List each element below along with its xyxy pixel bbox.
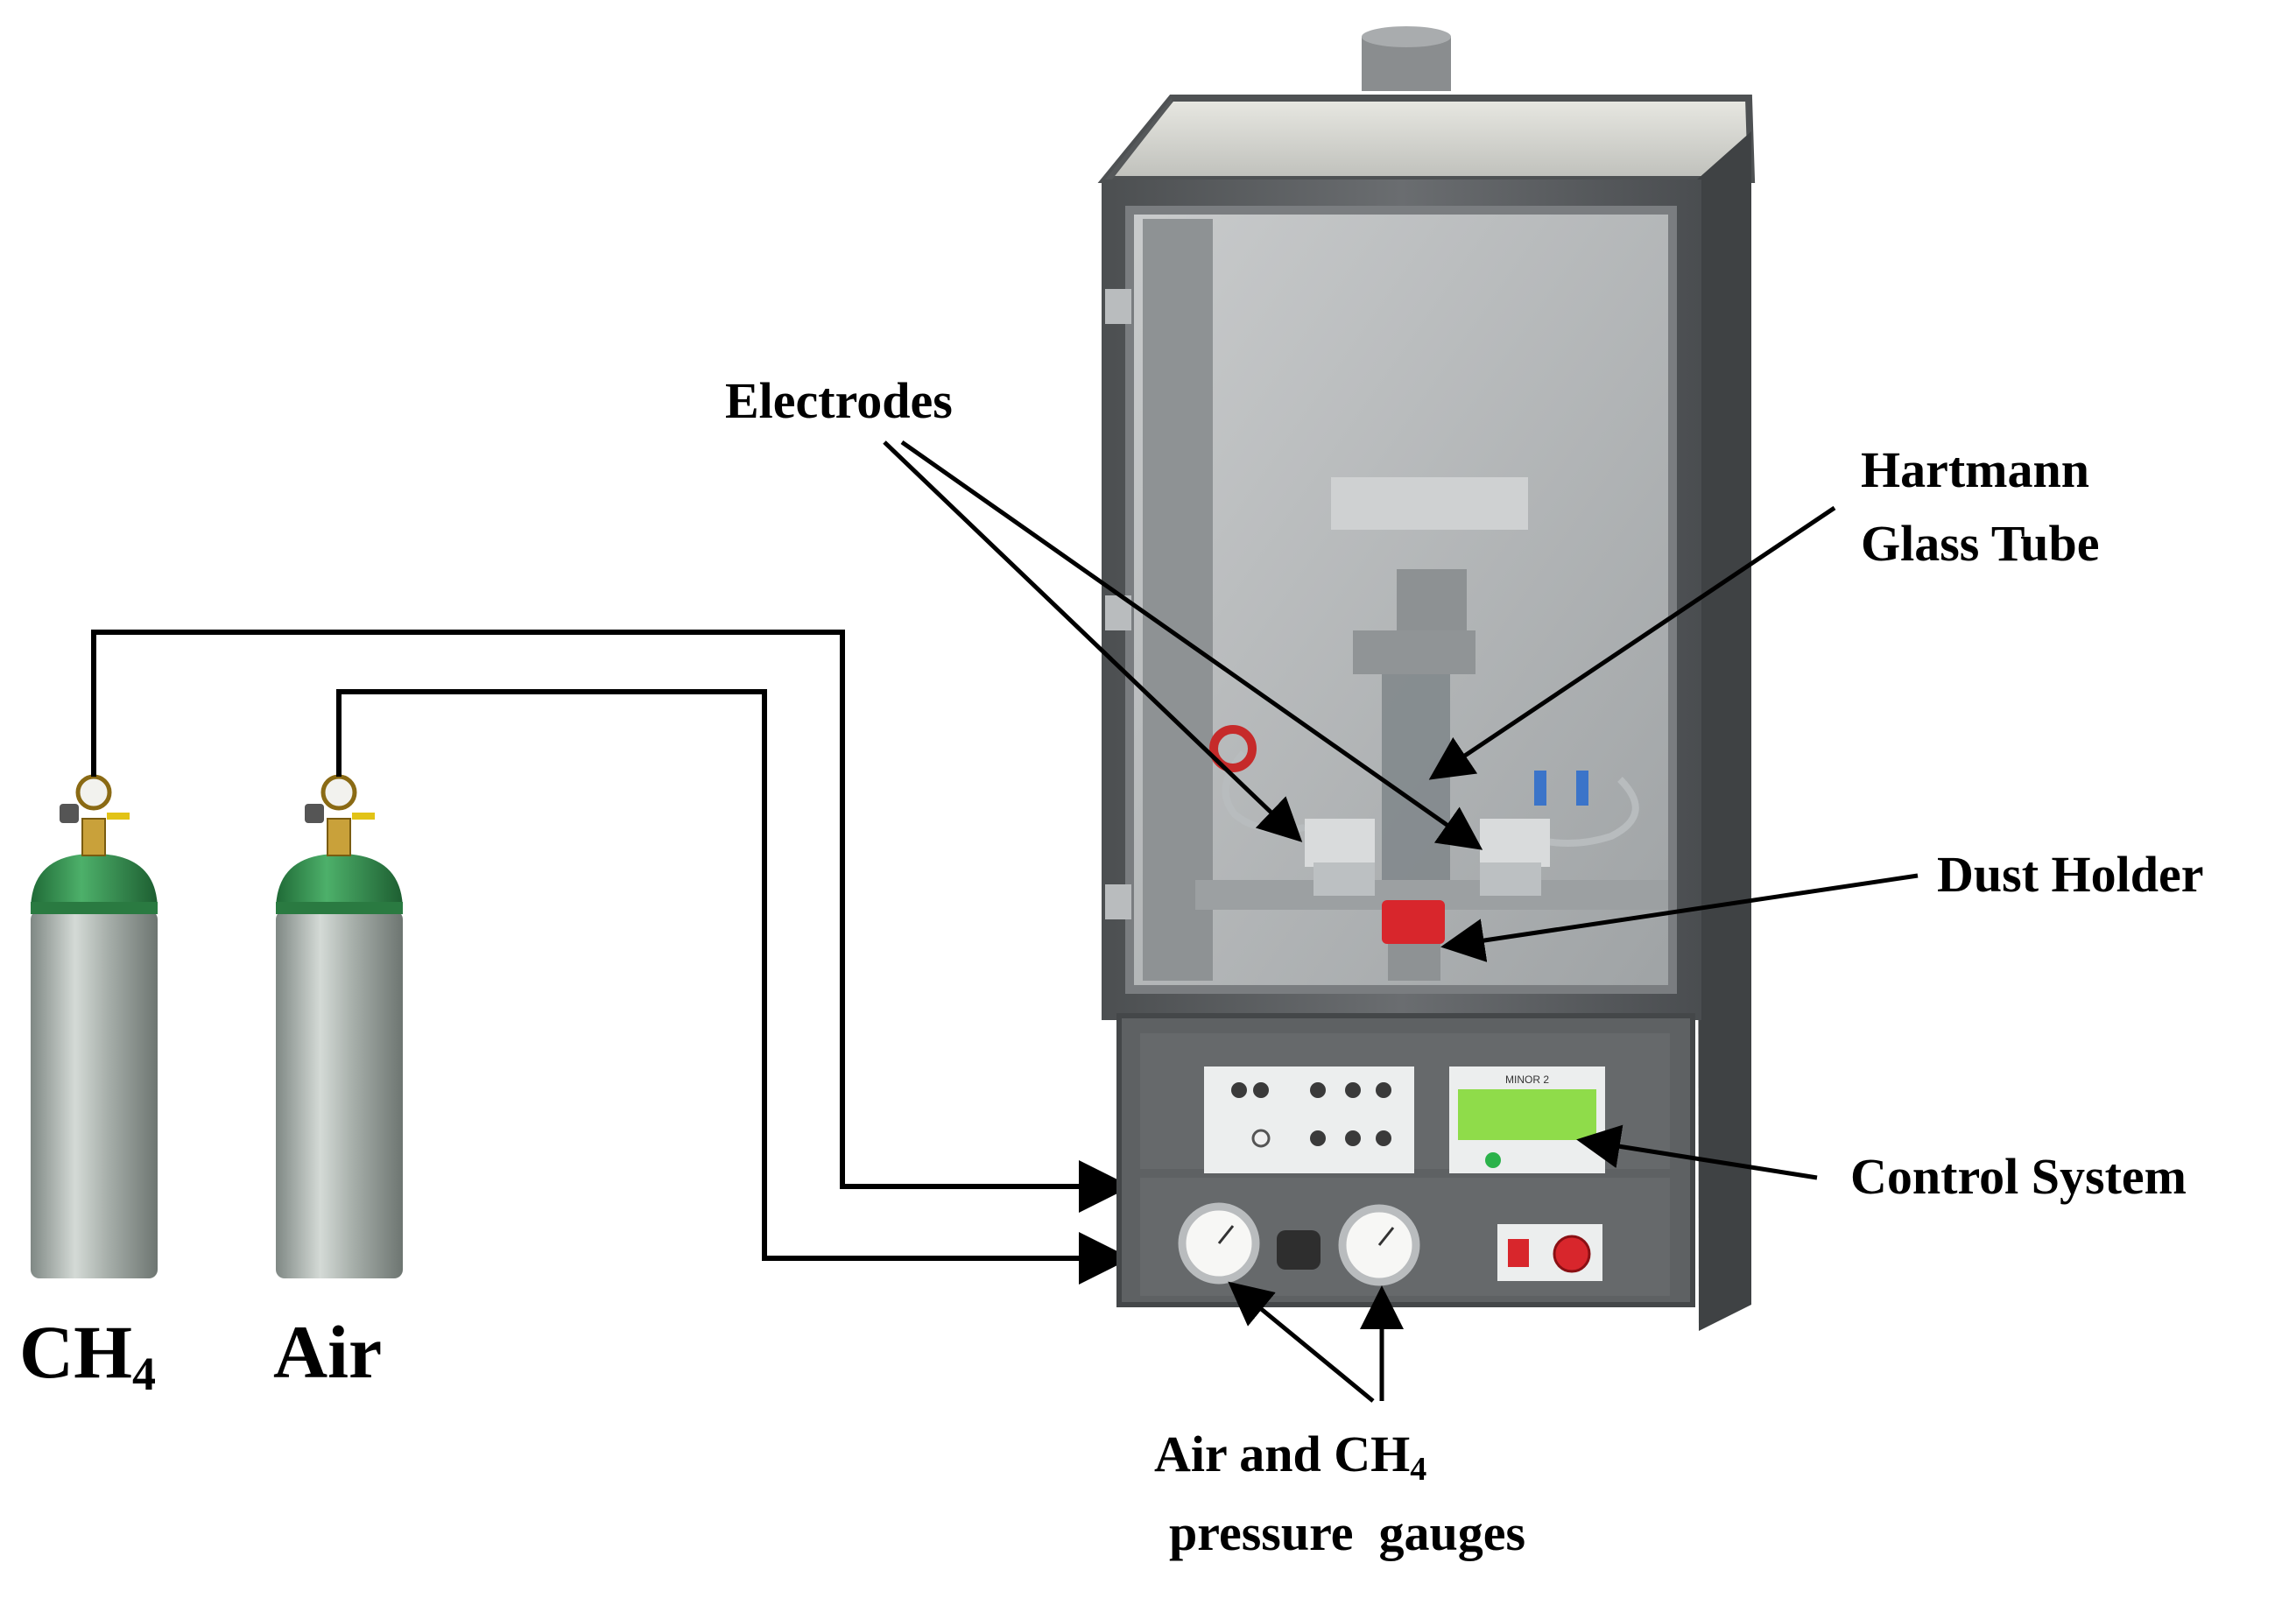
air-regulator-gauge-icon (320, 774, 357, 811)
hartmann-glass-tube (1382, 674, 1450, 884)
electrodes-arrow-right (900, 440, 1483, 850)
gauge-arrow-left (1228, 1281, 1375, 1403)
electrodes-arrow-left (883, 440, 1303, 842)
hartmann-arrow (1428, 505, 1836, 780)
dust-holder (1382, 900, 1445, 944)
switch-knob-icon (1251, 1129, 1271, 1148)
ch4-gas-line (91, 630, 1131, 1213)
switch-knob-icon (1376, 1130, 1391, 1146)
air-gas-line (336, 689, 1131, 1285)
gauges-label-line1: Air and CH4 (1154, 1426, 1426, 1488)
lcd-display (1458, 1089, 1596, 1140)
emergency-stop-icon (1553, 1235, 1591, 1273)
control-system-arrow (1576, 1124, 1818, 1180)
switch-knob-icon (1231, 1082, 1247, 1098)
switch-knob-icon (1310, 1130, 1326, 1146)
main-switch-icon (1508, 1239, 1529, 1267)
switch-knob-icon (1345, 1082, 1361, 1098)
switch-knob-icon (1345, 1130, 1361, 1146)
switch-knob-icon (1376, 1082, 1391, 1098)
ch4-label: CH4 (19, 1310, 156, 1400)
status-led-icon (1485, 1152, 1501, 1168)
right-electrode (1480, 771, 1639, 896)
gauges-label-line2: pressure gauges (1169, 1504, 1525, 1561)
air-label: Air (273, 1310, 382, 1394)
regulator-knob-icon (1277, 1230, 1321, 1270)
air-cylinder (276, 774, 403, 1278)
ch4-cylinder (31, 774, 158, 1278)
switch-knob-icon (1253, 1082, 1269, 1098)
dust-holder-label: Dust Holder (1937, 846, 2204, 903)
dust-holder-arrow (1440, 873, 1919, 962)
display-title: MINOR 2 (1505, 1074, 1549, 1086)
electrodes-label: Electrodes (725, 372, 953, 429)
switch-knob-icon (1310, 1082, 1326, 1098)
ch4-regulator-gauge-icon (75, 774, 112, 811)
hartmann-label-line1: Hartmann (1861, 441, 2089, 498)
control-base: MINOR 2 (1116, 1013, 1695, 1307)
control-system-label: Control System (1850, 1148, 2187, 1205)
hartmann-label-line2: Glass Tube (1861, 515, 2099, 572)
